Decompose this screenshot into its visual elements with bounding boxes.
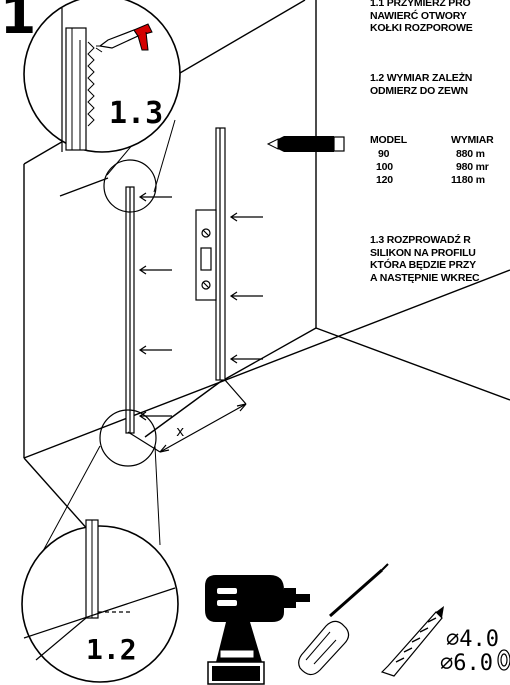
detail-view-top <box>23 0 181 153</box>
instruction-1-2-line: 1.2 WYMIAR ZALEŻN <box>370 72 473 84</box>
instruction-1-1-line: 1.1 PRZYMIERZ PRO <box>370 0 471 9</box>
pencil-icon <box>266 136 345 152</box>
table-header-size: WYMIAR <box>451 134 494 146</box>
room-outline <box>23 0 510 597</box>
size-table: MODEL WYMIAR 90 880 m 100 980 mr 120 118… <box>370 134 510 187</box>
right-wall-profile <box>215 127 226 381</box>
detail-marker-bottom <box>99 409 157 467</box>
detail-connector-lines <box>29 111 176 576</box>
drill-point-arrows-right <box>229 212 263 364</box>
drill-bit-icon <box>380 606 444 677</box>
table-cell-model: 100 <box>376 161 393 173</box>
table-header-model: MODEL <box>370 134 407 146</box>
instruction-1-2: 1.2 WYMIAR ZALEŻN ODMIERZ DO ZEWN <box>370 72 472 97</box>
table-cell-model: 90 <box>378 148 390 160</box>
spirit-level-icon <box>195 209 217 301</box>
instruction-1-3-line: A NASTĘPNIE WKREC <box>370 271 480 284</box>
detail-label-bottom: 1.2 <box>86 633 137 666</box>
instruction-1-2-line: ODMIERZ DO ZEWN <box>370 84 468 97</box>
instruction-1-1: 1.1 PRZYMIERZ PRO NAWIERĆ OTWORY KOŁKI R… <box>370 0 473 35</box>
drill-bit-size: ∅6.0 <box>440 651 493 676</box>
detail-view-bottom <box>21 519 179 683</box>
instruction-1-3-line: SILIKON NA PROFILU <box>370 246 476 259</box>
instruction-1-3-line: KTÓRA BĘDZIE PRZY <box>370 259 476 271</box>
table-row: 100 980 mr <box>370 161 510 174</box>
instruction-1-1-line: NAWIERĆ OTWORY <box>370 9 467 22</box>
drill-bit-size: ∅4.0 <box>446 627 499 652</box>
table-cell-size: 1180 m <box>451 174 485 186</box>
table-cell-model: 120 <box>376 174 393 186</box>
wall-plug-icon <box>497 649 510 671</box>
table-row: 120 1180 m <box>370 174 510 187</box>
drill-icon <box>205 575 310 685</box>
screwdriver-icon <box>298 563 389 676</box>
silicone-gun-icon <box>98 23 153 51</box>
left-wall-profile <box>125 186 135 434</box>
drill-point-arrows-left <box>138 192 172 421</box>
detail-label-top: 1.3 <box>109 96 164 131</box>
step-number: 1 <box>0 0 37 46</box>
instruction-1-3-line: 1.3 ROZPROWADŹ R <box>370 234 471 246</box>
instruction-1-3: 1.3 ROZPROWADŹ R SILIKON NA PROFILU KTÓR… <box>370 234 480 284</box>
table-row: 90 880 m <box>370 148 510 161</box>
table-cell-size: 880 m <box>456 148 485 160</box>
instruction-1-1-line: KOŁKI ROZPOROWE <box>370 22 473 34</box>
dimension-label: x <box>176 424 185 440</box>
table-cell-size: 980 mr <box>456 161 489 173</box>
